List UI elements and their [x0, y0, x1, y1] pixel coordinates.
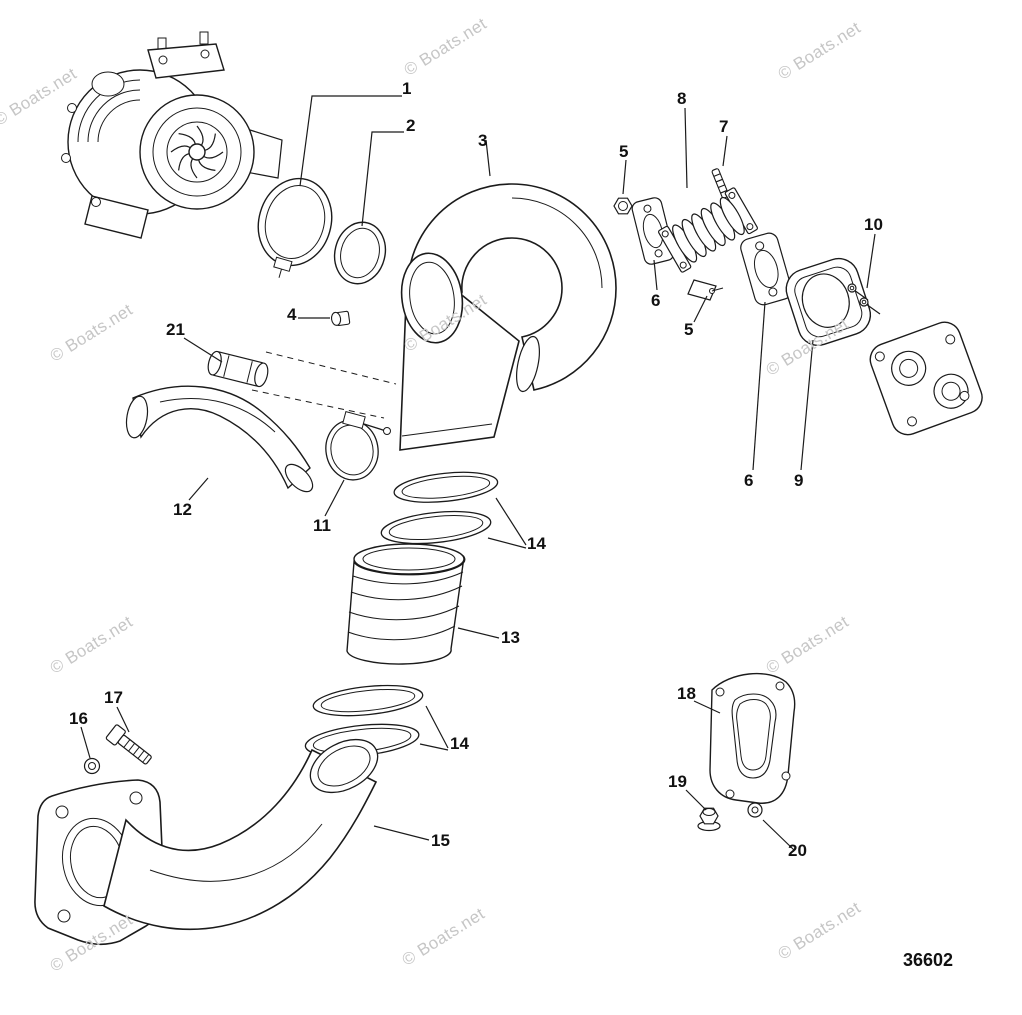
callout-19: 19 — [668, 772, 687, 791]
callout-14-upper: 14 — [527, 534, 546, 553]
exhaust-pipe-drawing — [34, 738, 379, 946]
callout-5-bottom: 5 — [684, 320, 694, 339]
callout-12: 12 — [173, 500, 192, 519]
callout-1: 1 — [402, 79, 412, 98]
callout-21: 21 — [166, 320, 185, 339]
callout-2: 2 — [406, 116, 416, 135]
washer-16-drawing — [83, 757, 101, 775]
callout-14-lower: 14 — [450, 734, 469, 753]
exhaust-elbow-drawing — [399, 183, 617, 451]
adapter-block-drawing — [869, 321, 983, 436]
screws-drawing — [847, 283, 881, 315]
bolt-17-drawing — [105, 724, 152, 765]
hose-clamp-drawing — [325, 411, 391, 481]
sealing-rings-upper-drawing — [380, 471, 499, 545]
bellows-coupling-drawing — [658, 187, 758, 273]
callout-18: 18 — [677, 684, 696, 703]
callout-15: 15 — [431, 831, 450, 850]
housing-drawing — [785, 257, 872, 346]
turbocharger-drawing — [61, 31, 283, 239]
washer-20-drawing — [747, 802, 763, 818]
callout-9: 9 — [794, 471, 804, 490]
callout-3: 3 — [478, 131, 488, 150]
callout-10: 10 — [864, 215, 883, 234]
bracket-drawing — [687, 279, 724, 301]
callout-20: 20 — [788, 841, 807, 860]
callout-7: 7 — [719, 117, 729, 136]
callout-16: 16 — [69, 709, 88, 728]
leader-lines — [80, 95, 876, 851]
diagram-number: 36602 — [903, 950, 954, 970]
plug-drawing — [330, 310, 351, 327]
tube-fitting-drawing — [207, 350, 269, 388]
callout-11: 11 — [313, 516, 331, 535]
nut-drawing — [613, 197, 633, 215]
hose-drawing — [125, 385, 314, 493]
vband-clamp-drawing — [257, 177, 333, 278]
callout-8: 8 — [677, 89, 687, 108]
transom-gasket-drawing — [709, 672, 796, 804]
callout-13: 13 — [501, 628, 520, 647]
callout-5-top: 5 — [619, 142, 629, 161]
gasket-b-drawing — [740, 232, 793, 306]
callout-17: 17 — [104, 688, 123, 707]
callout-6-left: 6 — [651, 291, 661, 310]
callout-6-right: 6 — [744, 471, 754, 490]
callout-4: 4 — [287, 305, 297, 324]
bolt-19-drawing — [697, 807, 721, 832]
seal-ring-drawing — [333, 221, 387, 285]
bellows-sleeve-drawing — [346, 543, 466, 665]
dashed-guide-lines — [251, 351, 397, 419]
